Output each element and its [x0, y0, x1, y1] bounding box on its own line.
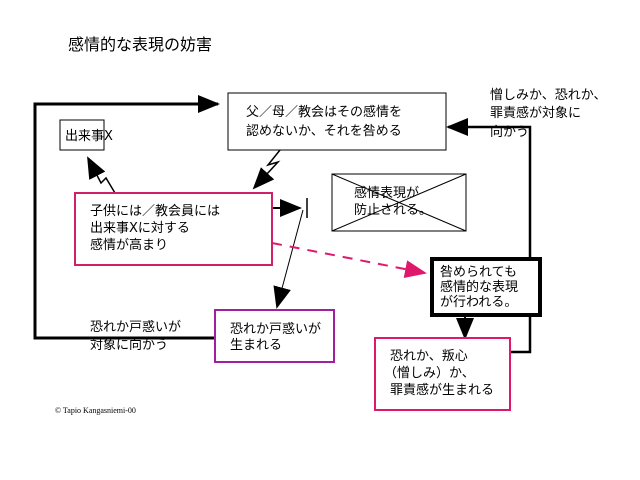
node-text: 出来事Xに対する — [90, 221, 190, 236]
node-text: 防止される。 — [354, 202, 432, 218]
node-parents: 父／母／教会はその感情を 認めないか、それを咎める — [227, 92, 447, 151]
node-text: が行われる。 — [440, 295, 517, 310]
node-text: 感情が高まり — [90, 237, 168, 253]
node-expressed: 咎められても 感情的な表現 が行われる。 — [430, 257, 542, 317]
label-to-target-right: 憎しみか、恐れか、 罪責感が対象に 向かう — [490, 87, 606, 140]
node-text: 咎められても — [440, 264, 517, 280]
copyright: © Tapio Kangasniemi-00 — [55, 406, 136, 415]
node-text: 出来事X — [65, 129, 113, 144]
lightning-arrow-to-event — [87, 156, 116, 194]
loop-right-line — [446, 118, 532, 354]
diagram-title: 感情的な表現の妨害 — [68, 35, 212, 54]
label-to-target-left: 恐れか戸惑いが 対象に向かう — [90, 319, 181, 353]
node-fear-hate-guilt: 恐れか、叛心 （憎しみ）か、 罪責感が生まれる — [374, 337, 511, 411]
node-text: 感情的な表現 — [440, 279, 518, 295]
label-line: 罪責感が対象に — [490, 105, 581, 121]
node-text: 生まれる — [230, 338, 282, 353]
loop-left-line — [33, 95, 220, 340]
node-text: 子供には／教会員には — [90, 203, 220, 219]
label-line: 向かう — [490, 124, 529, 140]
arrow-to-fear-confusion — [273, 209, 304, 309]
label-line: 対象に向かう — [90, 337, 168, 353]
node-text: 恐れか戸惑いが — [230, 321, 321, 337]
node-text: （憎しみ）か、 — [384, 365, 475, 381]
node-text: 父／母／教会はその感情を — [246, 104, 402, 120]
node-text: 罪責感が生まれる — [390, 382, 494, 398]
node-text: 認めないか、それを咎める — [246, 123, 402, 139]
label-line: 憎しみか、恐れか、 — [490, 87, 606, 103]
node-event-x: 出来事X — [59, 119, 113, 151]
dashed-arrow-to-expressed — [271, 242, 427, 278]
node-prevented: 感情表現が 防止される。 — [331, 173, 467, 232]
node-fear-confusion: 恐れか戸惑いが 生まれる — [214, 309, 335, 363]
node-text: 感情表現が — [354, 185, 419, 201]
lightning-arrow-from-parents — [252, 149, 281, 190]
node-child: 子供には／教会員には 出来事Xに対する 感情が高まり — [74, 192, 273, 266]
node-text: 恐れか、叛心 — [390, 349, 468, 364]
label-line: 恐れか戸惑いが — [90, 319, 181, 335]
